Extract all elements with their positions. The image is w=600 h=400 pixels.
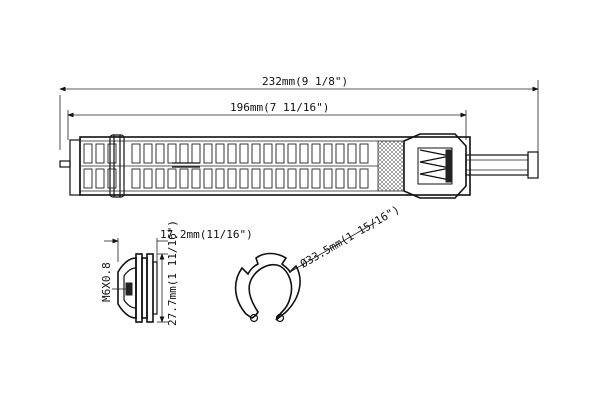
filter-slot: [311, 143, 321, 164]
overall-length-dimension: 232mm(9 1/8"): [59, 75, 539, 170]
filter-slot: [95, 168, 105, 189]
filter-slot: [143, 168, 153, 189]
filter-slot: [287, 143, 297, 164]
thread-label: M6X0.8: [100, 262, 113, 302]
dryer-body: [59, 133, 539, 199]
filter-slot: [311, 168, 321, 189]
filter-slot: [287, 168, 297, 189]
filter-slot: [227, 143, 237, 164]
filter-slot: [155, 143, 165, 164]
clip-diameter-label: Ø33.5mm(1 15/16"): [298, 203, 402, 271]
filter-slot: [251, 143, 261, 164]
filter-slot: [347, 143, 357, 164]
filter-slot: [131, 168, 141, 189]
filter-slot: [83, 143, 93, 164]
filter-slot: [347, 168, 357, 189]
body-length-label: 196mm(7 11/16"): [230, 101, 329, 114]
filter-slot: [215, 143, 225, 164]
filter-slot: [107, 168, 117, 189]
filter-slot: [299, 143, 309, 164]
filter-slot: [227, 168, 237, 189]
filter-slot: [323, 143, 333, 164]
filter-slot: [131, 143, 141, 164]
filter-slot: [191, 168, 201, 189]
filter-slot: [335, 143, 345, 164]
filter-slot: [167, 168, 177, 189]
filter-slot: [359, 143, 369, 164]
filter-slot: [179, 143, 189, 164]
filter-slot: [179, 168, 189, 189]
filter-slots: [83, 143, 369, 189]
filter-slot: [215, 168, 225, 189]
filter-slot: [83, 168, 93, 189]
filter-slot: [107, 143, 117, 164]
fitting-diameter-label: 27.7mm(1 11/16"): [166, 220, 179, 326]
fitting-detail: 17.2mm(11/16") 27.7mm(1 11/16") M6X0.8: [100, 220, 253, 326]
filter-slot: [143, 143, 153, 164]
filter-slot: [239, 143, 249, 164]
filter-slot: [359, 168, 369, 189]
filter-slot: [251, 168, 261, 189]
filter-slot: [323, 168, 333, 189]
filter-slot: [263, 168, 273, 189]
filter-slot: [155, 168, 165, 189]
filter-slot: [335, 168, 345, 189]
retaining-clip: Ø33.5mm(1 15/16"): [234, 203, 402, 323]
overall-length-label: 232mm(9 1/8"): [262, 75, 348, 88]
body-length-dimension: 196mm(7 11/16"): [67, 101, 467, 140]
filter-slot: [203, 143, 213, 164]
filter-slot: [203, 168, 213, 189]
filter-slot: [191, 143, 201, 164]
filter-slot: [167, 143, 177, 164]
filter-slot: [275, 143, 285, 164]
fitting-length-label: 17.2mm(11/16"): [160, 228, 253, 241]
filter-slot: [239, 168, 249, 189]
filter-slot: [263, 143, 273, 164]
filter-slot: [275, 168, 285, 189]
filter-slot: [95, 143, 105, 164]
filter-slot: [299, 168, 309, 189]
